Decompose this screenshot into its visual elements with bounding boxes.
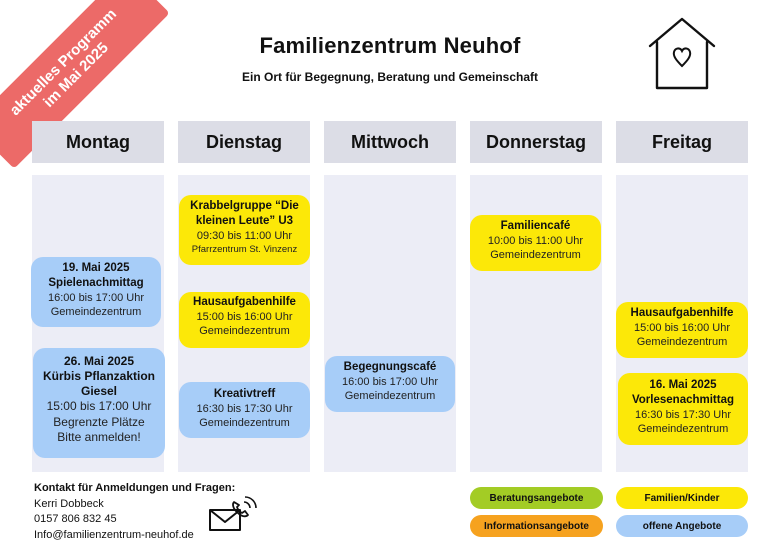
event-title: Kürbis Pflanzaktion [42, 369, 155, 383]
day-header-freitag: Freitag [616, 121, 748, 163]
event-title: Spielenachmittag [48, 277, 144, 289]
day-header-montag: Montag [32, 121, 164, 163]
day-column-mittwoch [324, 175, 456, 472]
event-place: Gemeindezentrum [50, 306, 142, 318]
event-time: 15:00 bis 17:00 Uhr [46, 399, 152, 413]
event-time: 09:30 bis 11:00 Uhr [196, 230, 293, 242]
page-subtitle: Ein Ort für Begegnung, Beratung und Geme… [241, 70, 538, 84]
event-card-begegnungscafe[interactable]: Begegnungscafé 16:00 bis 17:00 Uhr Gemei… [325, 356, 455, 412]
banner-line-1: aktuelles Programm [6, 5, 120, 119]
event-card-krabbelgruppe[interactable]: Krabbelgruppe “Die kleinen Leute” U3 09:… [179, 195, 310, 265]
event-place: Gemeindezentrum [636, 336, 728, 348]
event-card-kreativtreff[interactable]: Kreativtreff 16:30 bis 17:30 Uhr Gemeind… [179, 382, 310, 438]
event-card-hausaufgabenhilfe-freitag[interactable]: Hausaufgabenhilfe 15:00 bis 16:00 Uhr Ge… [616, 302, 748, 358]
event-title: Krabbelgruppe “Die [190, 200, 299, 212]
event-note: Bitte anmelden! [57, 430, 141, 444]
event-title: 26. Mai 2025 [63, 354, 135, 368]
event-place: Gemeindezentrum [637, 423, 729, 435]
event-title: Kreativtreff [213, 388, 276, 400]
house-heart-icon [648, 17, 716, 90]
event-place: Gemeindezentrum [344, 390, 436, 402]
day-header-donnerstag: Donnerstag [470, 121, 602, 163]
event-time: 15:00 bis 16:00 Uhr [633, 322, 730, 334]
event-time: 16:30 bis 17:30 Uhr [634, 409, 731, 421]
contact-heading: Kontakt für Anmeldungen und Fragen: [34, 482, 236, 494]
event-title: 16. Mai 2025 [649, 379, 717, 391]
event-place: Gemeindezentrum [199, 325, 290, 337]
event-title: Hausaufgabenhilfe [630, 307, 734, 319]
legend-beratungsangebote: Beratungsangebote [470, 487, 603, 509]
event-card-familiencafe[interactable]: Familiencafé 10:00 bis 11:00 Uhr Gemeind… [470, 215, 601, 271]
legend-offene-angebote: offene Angebote [616, 515, 748, 537]
event-title: Begegnungscafé [343, 361, 437, 373]
event-title: 19. Mai 2025 [62, 262, 130, 274]
event-card-kuerbis-pflanzaktion[interactable]: 26. Mai 2025 Kürbis Pflanzaktion Giesel … [33, 348, 165, 458]
event-time: 15:00 bis 16:00 Uhr [196, 311, 293, 323]
event-card-hausaufgabenhilfe-dienstag[interactable]: Hausaufgabenhilfe 15:00 bis 16:00 Uhr Ge… [179, 292, 310, 348]
event-time: 16:30 bis 17:30 Uhr [196, 403, 293, 415]
event-time: 16:00 bis 17:00 Uhr [47, 292, 144, 304]
day-header-dienstag: Dienstag [178, 121, 310, 163]
contact-email[interactable]: Info@familienzentrum-neuhof.de [34, 528, 194, 541]
event-place: Pfarrzentrum St. Vinzenz [191, 244, 298, 255]
event-title: Giesel [80, 384, 118, 398]
mail-phone-icon [209, 496, 257, 531]
event-note: Begrenzte Plätze [53, 414, 145, 429]
event-title: kleinen Leute” U3 [195, 215, 294, 227]
event-place: Gemeindezentrum [490, 249, 581, 261]
event-title: Familiencafé [500, 220, 571, 232]
legend-familien-kinder: Familien/Kinder [616, 487, 748, 509]
contact-phone[interactable]: 0157 806 832 45 [34, 513, 117, 525]
page-title: Familienzentrum Neuhof [259, 33, 521, 58]
event-card-spielenachmittag[interactable]: 19. Mai 2025 Spielenachmittag 16:00 bis … [31, 257, 161, 327]
event-time: 10:00 bis 11:00 Uhr [487, 235, 584, 247]
event-title: Hausaufgabenhilfe [193, 296, 296, 308]
day-header-mittwoch: Mittwoch [324, 121, 456, 163]
event-card-vorlesenachmittag[interactable]: 16. Mai 2025 Vorlesenachmittag 16:30 bis… [618, 373, 748, 445]
event-time: 16:00 bis 17:00 Uhr [341, 376, 438, 388]
event-title: Vorlesenachmittag [631, 394, 735, 406]
contact-name: Kerri Dobbeck [34, 497, 104, 510]
contact-block: Kontakt für Anmeldungen und Fragen: Kerr… [34, 481, 235, 543]
legend-informationsangebote: Informationsangebote [470, 515, 603, 537]
event-place: Gemeindezentrum [199, 417, 290, 429]
